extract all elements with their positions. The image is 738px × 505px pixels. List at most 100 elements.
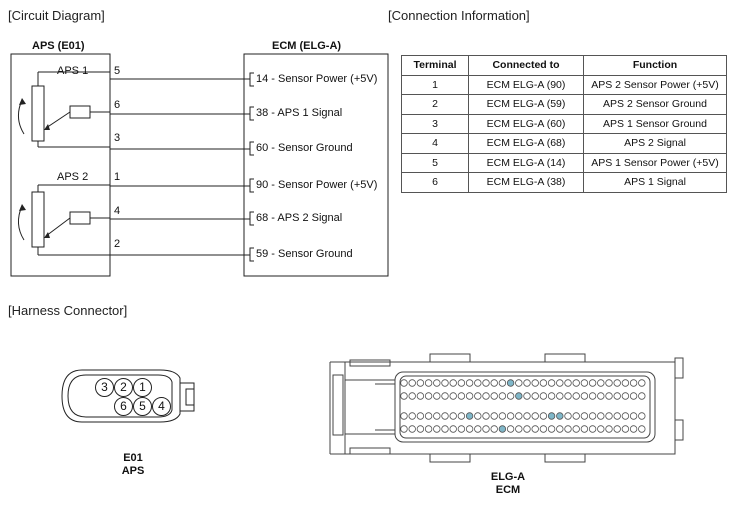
cell-connected: ECM ELG-A (59) bbox=[468, 94, 584, 115]
table-row: 3 ECM ELG-A (60) APS 1 Sensor Ground bbox=[401, 113, 727, 134]
cell-terminal: 5 bbox=[401, 152, 469, 173]
ecm-pin-hole bbox=[506, 392, 515, 400]
ecm-pin-hole bbox=[449, 412, 457, 420]
ecm-pin-label: 68 - APS 2 Signal bbox=[256, 212, 343, 224]
ecm-pin-hole bbox=[597, 379, 605, 387]
ecm-pin-hole bbox=[613, 425, 621, 433]
ecm-pin-hole bbox=[449, 379, 457, 387]
ecm-pin-hole bbox=[629, 392, 638, 400]
cell-function: APS 2 Signal bbox=[583, 133, 727, 154]
ecm-pin-hole bbox=[597, 412, 605, 420]
ecm-pin-hole bbox=[588, 412, 597, 420]
ecm-caption-line2: ECM bbox=[495, 484, 521, 496]
ecm-pin-hole bbox=[416, 412, 425, 420]
ecm-pin-hole bbox=[474, 392, 482, 400]
ecm-pin-hole bbox=[465, 425, 474, 433]
ecm-pin-hole bbox=[605, 392, 613, 400]
ecm-pin-hole bbox=[416, 392, 425, 400]
ecm-pin-hole bbox=[597, 425, 605, 433]
aps-box-title: APS (E01) bbox=[32, 40, 85, 52]
ecm-pin-hole bbox=[490, 412, 498, 420]
ecm-pin-hole bbox=[547, 425, 556, 433]
ecm-pin-hole bbox=[564, 392, 572, 400]
ecm-pin-hole bbox=[547, 392, 556, 400]
e01-pin: 5 bbox=[133, 397, 152, 416]
ecm-pin-hole bbox=[580, 392, 589, 400]
cell-function: APS 1 Sensor Ground bbox=[583, 113, 727, 134]
ecm-box-title: ECM (ELG-A) bbox=[272, 40, 342, 52]
circuit-diagram-title: [Circuit Diagram] bbox=[8, 8, 105, 23]
ecm-pin-hole bbox=[506, 379, 515, 387]
ecm-pin-hole bbox=[597, 392, 605, 400]
e01-connector-body bbox=[61, 369, 181, 423]
e01-pin: 1 bbox=[133, 378, 152, 397]
header-connected-to: Connected to bbox=[468, 55, 584, 76]
ecm-pin-hole bbox=[613, 412, 621, 420]
ecm-pin-label: 38 - APS 1 Signal bbox=[256, 107, 343, 119]
ecm-pin-hole bbox=[408, 392, 416, 400]
e01-pin: 4 bbox=[152, 397, 171, 416]
ecm-pin-hole bbox=[506, 425, 515, 433]
ecm-pin-hole bbox=[572, 379, 580, 387]
ecm-pin-hole bbox=[629, 412, 638, 420]
ecm-pin-hole bbox=[572, 392, 580, 400]
aps-pin-label: 3 bbox=[114, 132, 121, 144]
ecm-pin-hole bbox=[449, 425, 457, 433]
ecm-pin-hole bbox=[523, 412, 531, 420]
ecm-pin-hole bbox=[408, 412, 416, 420]
cell-terminal: 3 bbox=[401, 113, 469, 134]
ecm-pin-hole bbox=[465, 379, 474, 387]
ecm-pin-hole bbox=[588, 379, 597, 387]
table-row: 1 ECM ELG-A (90) APS 2 Sensor Power (+5V… bbox=[401, 74, 727, 95]
ecm-pin-hole bbox=[539, 425, 548, 433]
cell-terminal: 6 bbox=[401, 172, 469, 193]
e01-pin: 6 bbox=[114, 397, 133, 416]
ecm-pin-hole bbox=[490, 425, 498, 433]
ecm-pin-hole bbox=[613, 379, 621, 387]
ecm-pin-hole bbox=[400, 379, 408, 387]
ecm-caption: ELG-A ECM bbox=[480, 471, 536, 497]
ecm-pin-hole bbox=[441, 392, 449, 400]
ecm-pin-hole bbox=[547, 412, 556, 420]
ecm-pin-grid bbox=[400, 379, 646, 433]
ecm-pin-hole bbox=[572, 412, 580, 420]
ecm-pin-hole bbox=[556, 379, 564, 387]
aps2-label: APS 2 bbox=[57, 171, 89, 183]
aps-pin-label: 2 bbox=[114, 238, 121, 250]
connection-table: Terminal Connected to Function 1 ECM ELG… bbox=[401, 55, 727, 193]
ecm-pin-hole bbox=[498, 392, 507, 400]
ecm-pin-hole bbox=[531, 412, 539, 420]
ecm-pin-hole bbox=[449, 392, 457, 400]
ecm-pin-hole bbox=[433, 425, 441, 433]
ecm-pin-hole bbox=[433, 379, 441, 387]
ecm-pin-hole bbox=[523, 392, 531, 400]
ecm-pin-hole bbox=[531, 425, 539, 433]
ecm-pin-hole bbox=[638, 425, 646, 433]
ecm-pin-hole bbox=[474, 425, 482, 433]
ecm-pin-hole bbox=[523, 425, 531, 433]
ecm-pin-hole bbox=[482, 392, 490, 400]
ecm-pin-hole bbox=[457, 425, 466, 433]
header-function: Function bbox=[583, 55, 727, 76]
cell-connected: ECM ELG-A (38) bbox=[468, 172, 584, 193]
ecm-pin-hole bbox=[629, 425, 638, 433]
cell-connected: ECM ELG-A (60) bbox=[468, 113, 584, 134]
ecm-pin-hole bbox=[408, 425, 416, 433]
table-row: 5 ECM ELG-A (14) APS 1 Sensor Power (+5V… bbox=[401, 152, 727, 173]
ecm-pin-hole bbox=[433, 412, 441, 420]
ecm-pin-hole bbox=[588, 425, 597, 433]
ecm-pin-hole bbox=[482, 379, 490, 387]
aps-pin-label: 4 bbox=[114, 205, 121, 217]
ecm-pin-hole bbox=[474, 412, 482, 420]
ecm-pin-hole bbox=[424, 425, 433, 433]
ecm-pin-hole bbox=[457, 392, 466, 400]
ecm-pin-hole bbox=[474, 379, 482, 387]
ecm-pin-hole bbox=[564, 379, 572, 387]
ecm-pin-hole bbox=[424, 412, 433, 420]
table-row: 2 ECM ELG-A (59) APS 2 Sensor Ground bbox=[401, 94, 727, 115]
ecm-pin-hole bbox=[523, 379, 531, 387]
ecm-pin-label: 59 - Sensor Ground bbox=[256, 248, 353, 260]
ecm-pin-hole bbox=[457, 379, 466, 387]
ecm-pin-hole bbox=[638, 392, 646, 400]
